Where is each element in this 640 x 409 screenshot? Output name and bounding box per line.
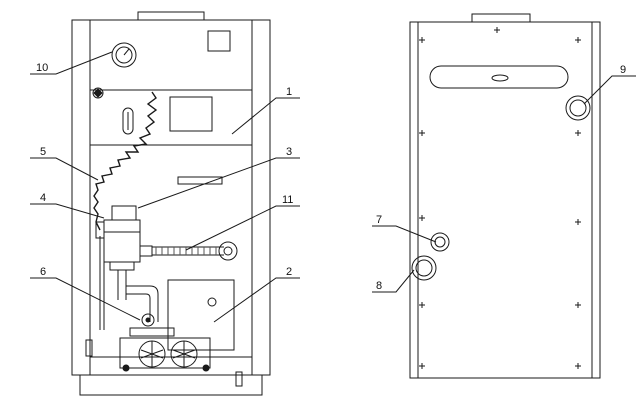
front-casing-outer [71, 19, 271, 376]
water-connection-lower [411, 255, 437, 281]
front-top-collar [137, 11, 205, 21]
flexible-gas-hose [152, 241, 238, 261]
hinge-left [85, 339, 93, 357]
leader-lines [30, 51, 636, 323]
callout-7: 7 [376, 214, 382, 226]
pilot-assembly [129, 313, 175, 337]
burner-right [170, 340, 198, 368]
flue-slot [429, 65, 569, 89]
front-base [79, 374, 263, 396]
capillary-tube [93, 91, 158, 231]
panel-fitting [92, 87, 104, 99]
burner-manifold [119, 337, 211, 369]
callout-9: 9 [620, 64, 626, 76]
rear-view [409, 13, 601, 379]
callout-2: 2 [286, 266, 292, 278]
rear-casing-outer [409, 21, 601, 379]
flue-outlet [565, 95, 591, 121]
callout-5: 5 [40, 146, 46, 158]
callout-labels: 10 5 4 6 1 3 11 2 7 8 9 [36, 62, 626, 292]
pressure-gauge [111, 42, 137, 68]
access-panel-window [169, 96, 213, 132]
rear-top-collar [471, 13, 531, 23]
front-view [71, 11, 271, 396]
panel-indicator-square [207, 30, 231, 52]
grounding-terminal [235, 371, 243, 387]
rating-plate [177, 176, 223, 185]
callout-8: 8 [376, 280, 382, 292]
callout-6: 6 [40, 266, 46, 278]
thermostat-bulb [122, 107, 134, 135]
callout-3: 3 [286, 146, 292, 158]
inspection-port [207, 297, 217, 307]
callout-1: 1 [286, 86, 292, 98]
burner-left [138, 340, 166, 368]
gas-valve [95, 205, 153, 271]
combustion-chamber-door [167, 279, 235, 351]
callout-4: 4 [40, 192, 46, 204]
callout-10: 10 [36, 62, 48, 74]
callout-11: 11 [282, 194, 293, 206]
water-connection-upper [430, 232, 450, 252]
rear-screws [419, 27, 581, 369]
access-panel [89, 89, 253, 146]
